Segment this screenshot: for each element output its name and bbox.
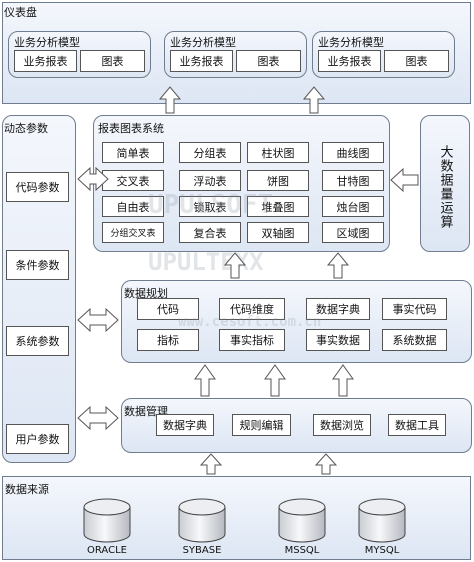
db-label-oracle: ORACLE [87,545,127,556]
cross-table[interactable]: 交叉表 [102,170,164,191]
plan-fact-data[interactable]: 事实数据 [306,329,370,351]
db-label-sybase: SYBASE [182,545,222,556]
code-param[interactable]: 代码参数 [6,172,69,202]
mgmt-data-browser[interactable]: 数据浏览 [313,414,371,436]
watermark-3: www.cesoft.com.cn [178,314,322,330]
composite-table[interactable]: 复合表 [179,222,241,243]
lock-table[interactable]: 锁取表 [179,196,241,217]
mgmt-rule-editor[interactable]: 规则编辑 [232,414,291,436]
dual-axis-chart[interactable]: 双轴图 [247,222,309,243]
business-report-1[interactable]: 业务报表 [14,50,77,72]
pie-chart[interactable]: 饼图 [247,170,309,191]
area-chart[interactable]: 区域图 [322,222,384,243]
plan-data-dictionary[interactable]: 数据字典 [306,298,370,320]
report-system-title: 报表图表系统 [98,122,164,135]
plan-fact-code[interactable]: 事实代码 [382,298,447,320]
up-arrow-icon [314,453,338,475]
mgmt-data-tools[interactable]: 数据工具 [388,414,446,436]
bar-chart[interactable]: 柱状图 [247,142,309,163]
plan-fact-indicator[interactable]: 事实指标 [219,329,285,351]
chart-2[interactable]: 图表 [236,50,301,72]
chart-1[interactable]: 图表 [80,50,145,72]
dashboard-title: 仪表盘 [4,6,37,19]
analysis-model-2-title: 业务分析模型 [170,36,236,49]
db-label-mssql: MSSQL [284,545,320,556]
stacked-chart[interactable]: 堆叠图 [247,196,309,217]
curve-chart[interactable]: 曲线图 [322,142,384,163]
dynamic-params-title: 动态参数 [4,122,48,135]
plan-code[interactable]: 代码 [137,298,199,320]
db-label-mysql: MYSQL [364,545,400,556]
condition-param[interactable]: 条件参数 [6,250,69,280]
group-cross-table[interactable]: 分组交叉表 [102,222,164,243]
plan-indicator[interactable]: 指标 [137,329,199,351]
analysis-model-3-title: 业务分析模型 [318,36,384,49]
up-arrow-icon [199,453,223,475]
double-arrow-icon [77,405,119,431]
plan-code-dimension[interactable]: 代码维度 [219,298,285,320]
mgmt-data-dictionary[interactable]: 数据字典 [156,414,214,436]
watermark-2: UPULTEXX [148,248,264,276]
bigdata-title-text: 大数据量运算 [437,145,453,229]
left-arrow-icon [390,167,419,193]
float-table[interactable]: 浮动表 [179,170,241,191]
business-report-2[interactable]: 业务报表 [170,50,233,72]
simple-table[interactable]: 简单表 [102,142,164,163]
plan-system-data[interactable]: 系统数据 [382,329,447,351]
system-param[interactable]: 系统参数 [6,326,69,356]
up-arrow-icon [326,252,350,279]
bigdata-title: 大数据量运算 [431,145,459,233]
chart-3[interactable]: 图表 [384,50,449,72]
planning-title: 数据规划 [124,287,168,300]
bigdata-panel [420,115,470,252]
watermark-1: UPULSOFT [148,190,274,220]
up-arrow-icon [194,364,216,397]
up-arrow-icon [332,364,354,397]
candlestick-chart[interactable]: 烛台图 [322,196,384,217]
up-arrow-icon [264,364,286,397]
analysis-model-1-title: 业务分析模型 [14,36,80,49]
free-table[interactable]: 自由表 [102,196,164,217]
business-report-3[interactable]: 业务报表 [318,50,381,72]
dynamic-params-panel [2,115,76,463]
user-param[interactable]: 用户参数 [6,424,69,454]
gantt-chart[interactable]: 甘特图 [322,170,384,191]
double-arrow-icon [77,307,119,333]
group-table[interactable]: 分组表 [179,142,241,163]
sources-title: 数据来源 [5,483,49,496]
